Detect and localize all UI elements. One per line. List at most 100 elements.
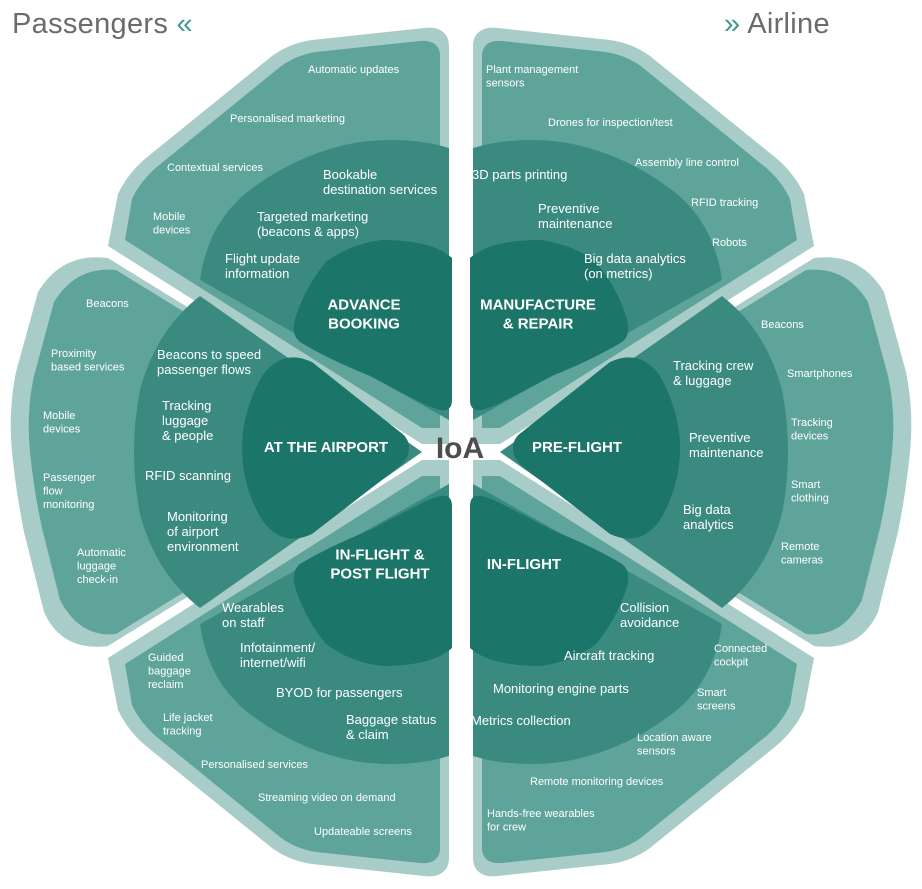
- in-flight-post-flight-middle-label-line: Baggage status: [346, 712, 437, 727]
- in-flight-middle-label-line: avoidance: [620, 615, 679, 630]
- passengers-header: Passengers «: [12, 8, 193, 41]
- advance-booking-middle-label-line: Flight update: [225, 251, 300, 266]
- advance-booking-middle-label-line: (beacons & apps): [257, 224, 359, 239]
- in-flight-post-flight-core-label: IN-FLIGHT &POST FLIGHT: [330, 547, 429, 583]
- in-flight-core-label: IN-FLIGHT: [487, 556, 561, 573]
- in-flight-middle-label-line: Aircraft tracking: [564, 648, 654, 663]
- in-flight-middle-label: Aircraft tracking: [564, 648, 654, 663]
- manufacture-repair-middle-label: Big data analytics(on metrics): [584, 251, 686, 281]
- manufacture-repair-outer-label-line: RFID tracking: [691, 197, 758, 209]
- core-layer: [242, 240, 680, 666]
- advance-booking-outer-label: Automatic updates: [308, 64, 400, 76]
- pre-flight-outer-label-line: devices: [791, 431, 829, 443]
- pre-flight-outer-label: Smartphones: [787, 368, 853, 380]
- manufacture-repair-middle-label: 3D parts printing: [472, 167, 567, 182]
- manufacture-repair-middle-label-line: 3D parts printing: [472, 167, 567, 182]
- pre-flight-outer-label-line: Smartphones: [787, 368, 853, 380]
- advance-booking-outer-label-line: Mobile: [153, 211, 185, 223]
- advance-booking-middle-label-line: information: [225, 266, 289, 281]
- in-flight-outer-label-line: for crew: [487, 822, 526, 834]
- advance-booking-middle-label-line: Targeted marketing: [257, 209, 368, 224]
- advance-booking-outer-label: Personalised marketing: [230, 113, 345, 125]
- at-the-airport-middle-label-line: luggage: [162, 413, 208, 428]
- in-flight-middle-label: Monitoring engine parts: [493, 681, 629, 696]
- in-flight-post-flight-outer-label-line: reclaim: [148, 679, 183, 691]
- in-flight-outer-label-line: Connected: [714, 643, 767, 655]
- manufacture-repair-core-label-line: & REPAIR: [503, 316, 574, 333]
- manufacture-repair-core-label-line: MANUFACTURE: [480, 297, 596, 314]
- in-flight-outer-label-line: Location aware: [637, 732, 712, 744]
- segment-manufacture-repair-core: [470, 240, 629, 411]
- manufacture-repair-outer-label-line: Assembly line control: [635, 157, 739, 169]
- advance-booking-middle-label-line: Bookable: [323, 167, 377, 182]
- in-flight-outer-label-line: Remote monitoring devices: [530, 776, 664, 788]
- in-flight-outer-label: Hands-free wearables for crew: [487, 808, 595, 834]
- at-the-airport-middle-label-line: environment: [167, 539, 239, 554]
- at-the-airport-outer-label-line: devices: [43, 424, 81, 436]
- pre-flight-core-label: PRE-FLIGHT: [532, 439, 622, 456]
- advance-booking-outer-label: Contextual services: [167, 162, 263, 174]
- in-flight-outer-label-line: Hands-free wearables: [487, 808, 595, 820]
- in-flight-post-flight-middle-label: Infotainment/internet/wifi: [240, 640, 316, 670]
- at-the-airport-outer-label-line: Beacons: [86, 298, 129, 310]
- in-flight-post-flight-outer-label: Personalised services: [201, 759, 308, 771]
- advance-booking-outer-label-line: Personalised marketing: [230, 113, 345, 125]
- manufacture-repair-outer-label: RFID tracking: [691, 197, 758, 209]
- manufacture-repair-outer-label-line: Drones for inspection/test: [548, 117, 673, 129]
- airline-label: Airline: [747, 8, 830, 40]
- in-flight-post-flight-outer-label-line: Streaming video on demand: [258, 792, 396, 804]
- at-the-airport-outer-label: Beacons: [86, 298, 129, 310]
- manufacture-repair-middle-label-line: Preventive: [538, 201, 599, 216]
- in-flight-outer-label-line: Smart: [697, 687, 726, 699]
- in-flight-post-flight-outer-label-line: Life jacket: [163, 712, 213, 724]
- at-the-airport-middle-label-line: of airport: [167, 524, 219, 539]
- in-flight-post-flight-middle-label-line: on staff: [222, 615, 265, 630]
- airline-header: » Airline: [724, 8, 830, 41]
- at-the-airport-middle-label: RFID scanning: [145, 468, 231, 483]
- manufacture-repair-outer-label-line: Robots: [712, 237, 747, 249]
- right-chevron-icon: »: [724, 8, 741, 40]
- in-flight-post-flight-outer-label-line: Guided: [148, 652, 183, 664]
- advance-booking-core-label-line: ADVANCE: [327, 297, 400, 314]
- segment-at-the-airport-core: [242, 357, 409, 539]
- manufacture-repair-core-label: MANUFACTURE & REPAIR: [480, 297, 596, 333]
- manufacture-repair-middle-label-line: Big data analytics: [584, 251, 686, 266]
- in-flight-post-flight-middle-label-line: Wearables: [222, 600, 284, 615]
- segment-advance-booking-core: [293, 240, 452, 411]
- in-flight-post-flight-outer-label-line: baggage: [148, 666, 191, 678]
- at-the-airport-outer-label-line: Passenger: [43, 472, 96, 484]
- at-the-airport-outer-label-line: monitoring: [43, 499, 94, 511]
- in-flight-outer-label-line: screens: [697, 701, 736, 713]
- advance-booking-core-label-line: BOOKING: [328, 316, 400, 333]
- manufacture-repair-middle-label-line: (on metrics): [584, 266, 653, 281]
- in-flight-post-flight-middle-label-line: Infotainment/: [240, 640, 316, 655]
- in-flight-post-flight-middle-label-line: BYOD for passengers: [276, 685, 403, 700]
- in-flight-post-flight-outer-label: Streaming video on demand: [258, 792, 396, 804]
- segment-in-flight-core: [470, 495, 629, 666]
- pre-flight-middle-label: Tracking crew& luggage: [673, 358, 754, 388]
- in-flight-post-flight-middle-label-line: internet/wifi: [240, 655, 306, 670]
- pre-flight-middle-label-line: analytics: [683, 517, 734, 532]
- manufacture-repair-outer-label: Drones for inspection/test: [548, 117, 673, 129]
- pre-flight-middle-label-line: maintenance: [689, 445, 763, 460]
